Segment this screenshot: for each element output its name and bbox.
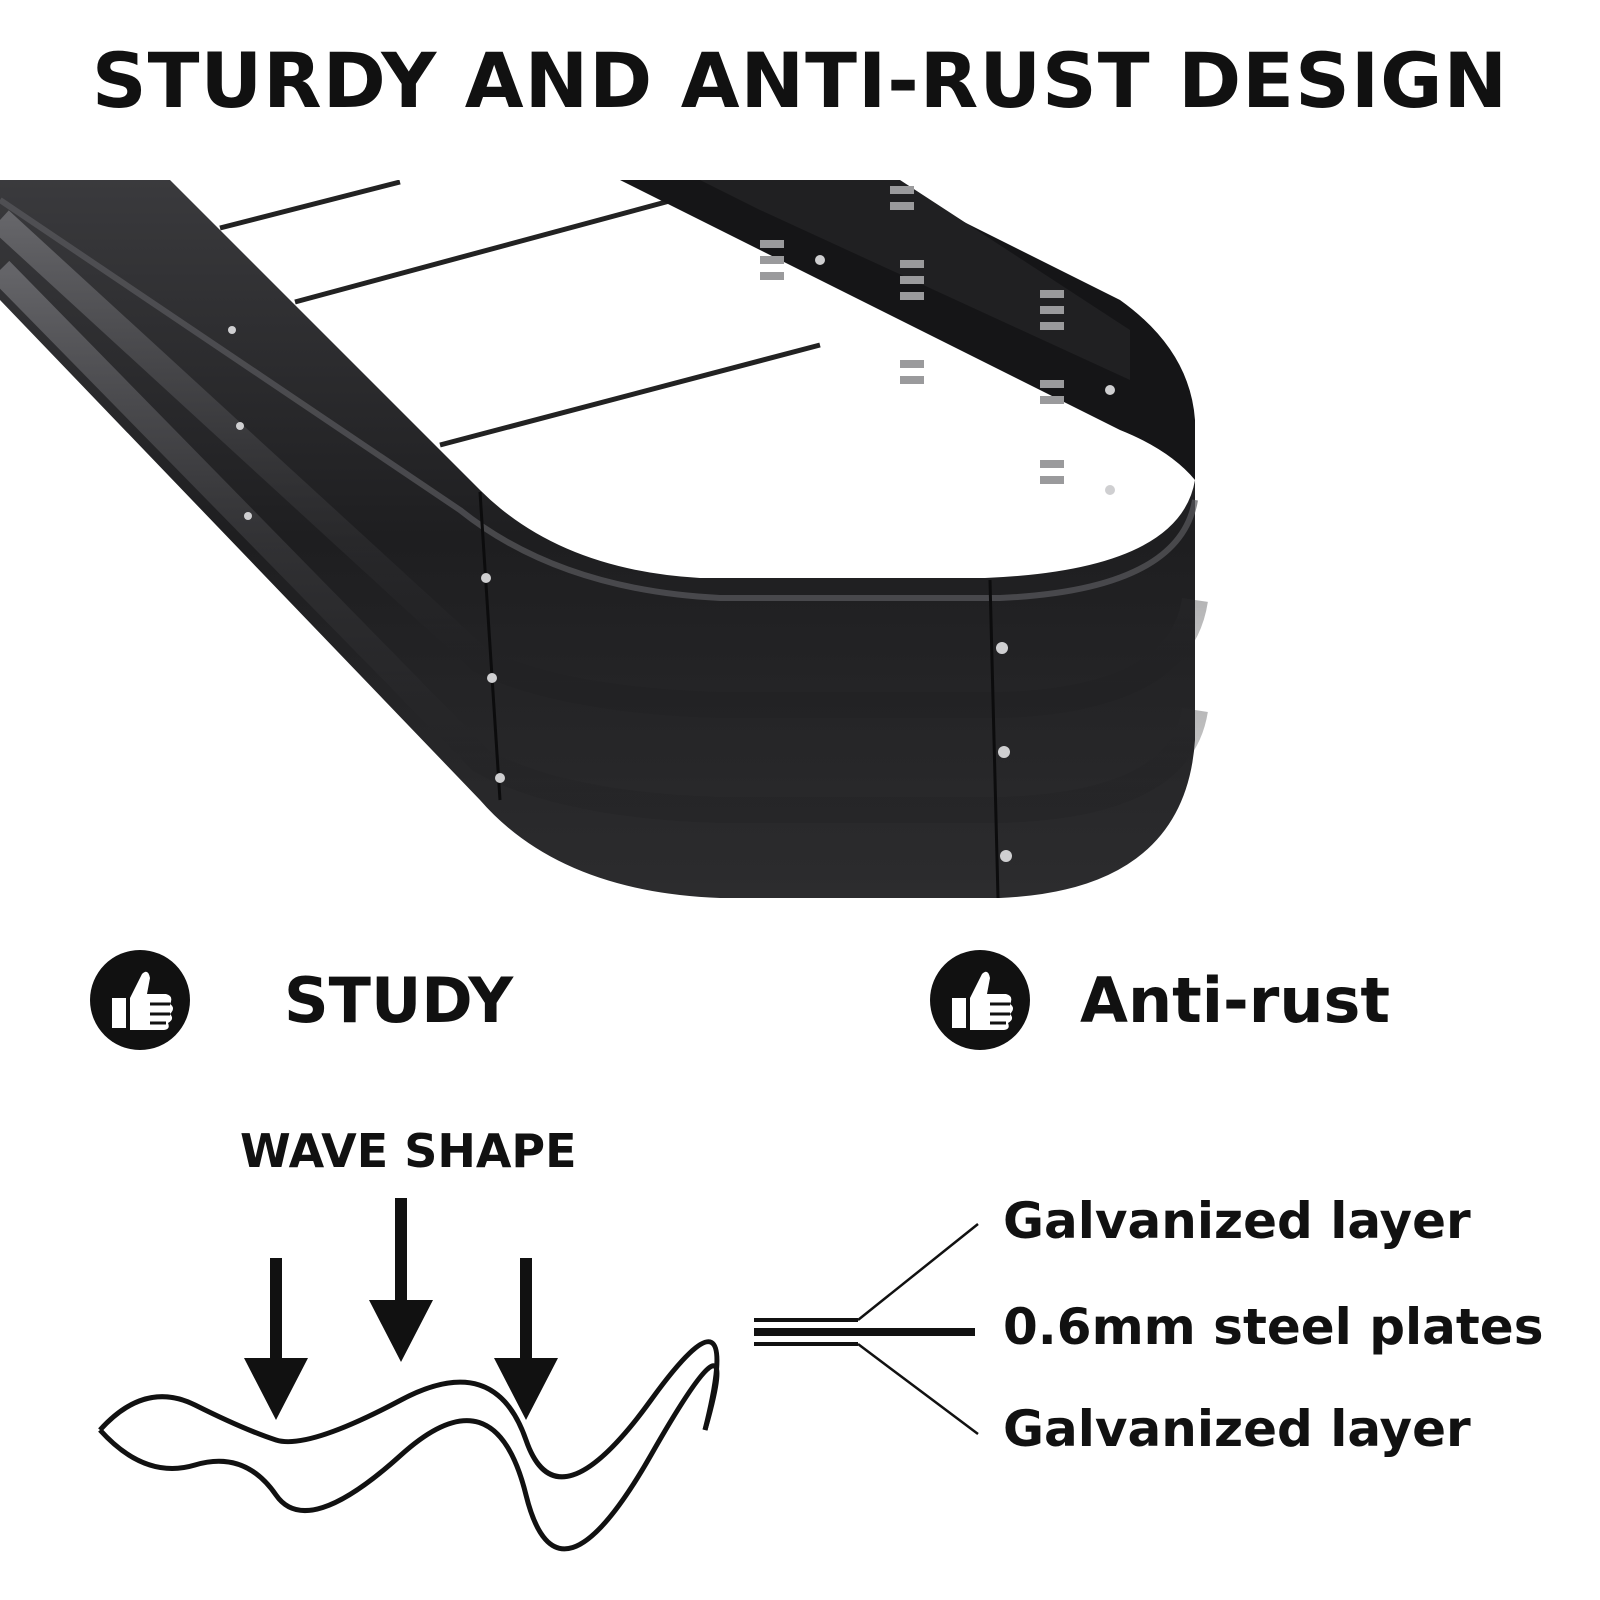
down-arrow-icon (244, 1258, 308, 1420)
layer-label-bottom: Galvanized layer (1003, 1400, 1471, 1458)
thumbs-up-icon (930, 950, 1030, 1050)
layer-label-middle: 0.6mm steel plates (1003, 1298, 1544, 1356)
thumbs-up-icon (90, 950, 190, 1050)
layer-diagram (754, 1223, 979, 1435)
garden-bed-image (0, 180, 1208, 899)
layer-label-top: Galvanized layer (1003, 1192, 1471, 1250)
feature-label: STUDY (284, 963, 514, 1037)
feature-anti-rust: Anti-rust (930, 950, 1390, 1050)
feature-sturdy: STUDY (90, 950, 513, 1050)
wave-shape-icon (98, 1339, 720, 1552)
down-arrow-icon (369, 1198, 433, 1362)
feature-label: Anti-rust (1080, 963, 1390, 1037)
wave-shape-label: WAVE SHAPE (240, 1124, 577, 1178)
down-arrow-icon (494, 1258, 558, 1420)
page-title: STURDY AND ANTI-RUST DESIGN (91, 36, 1509, 125)
